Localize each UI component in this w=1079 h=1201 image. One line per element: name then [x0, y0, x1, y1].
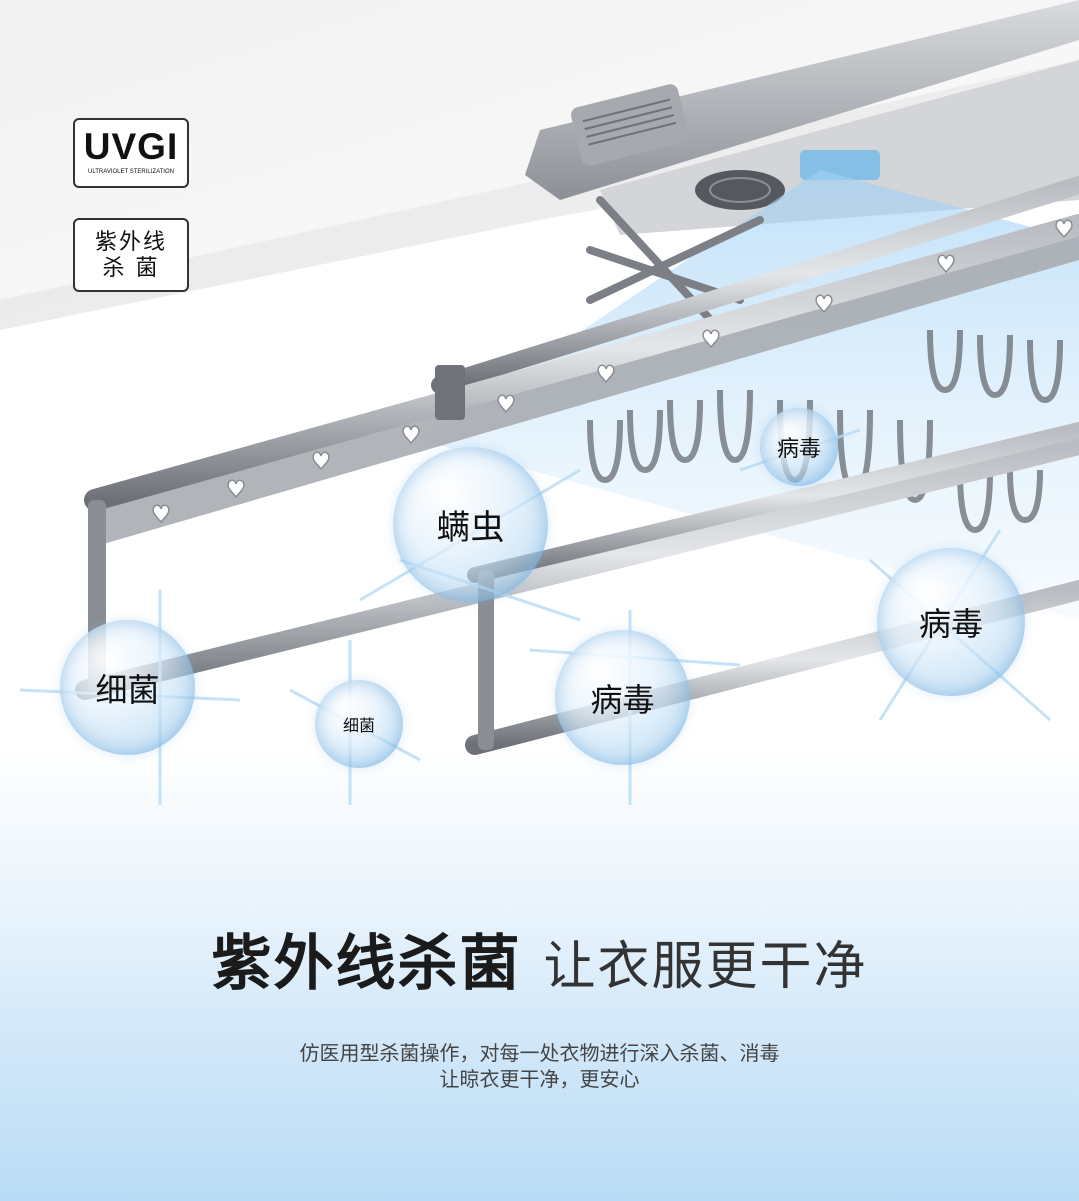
end-brackets: [88, 365, 494, 750]
description-line-2: 让晾衣更干净，更安心: [439, 1067, 640, 1091]
uvgi-badge: UVGI ULTRAVIOLET STERILIZATION: [73, 118, 189, 188]
drying-rack-drawing: [0, 0, 1079, 805]
bubble-bacteria-left: 细菌: [60, 620, 195, 755]
headline: 紫外线杀菌让衣服更干净: [0, 915, 1079, 1002]
badge-line-2: 杀 菌: [102, 256, 160, 281]
uvgi-title: UVGI: [83, 126, 179, 167]
bubble-label: 螨虫: [436, 508, 505, 548]
heart-holes: [152, 219, 1073, 524]
badge-line-1: 紫外线: [94, 230, 167, 255]
uv-sterilization-badge: 紫外线 杀 菌: [73, 218, 189, 292]
bubble-virus-center: 病毒: [555, 630, 690, 765]
front-rail: [100, 230, 1079, 545]
headline-light: 让衣服更干净: [543, 937, 868, 997]
description: 仿医用型杀菌操作，对每一处衣物进行深入杀菌、消毒 让晾衣更干净，更安心: [0, 1040, 1079, 1092]
headline-strong: 紫外线杀菌: [211, 929, 522, 999]
uvgi-subtitle: ULTRAVIOLET STERILIZATION: [88, 169, 174, 175]
motor-housing: [525, 0, 1079, 200]
description-line-1: 仿医用型杀菌操作，对每一处衣物进行深入杀菌、消毒: [299, 1041, 780, 1065]
bubble-virus-right: 病毒: [877, 548, 1025, 696]
bubble-bacteria-small: 细菌: [315, 680, 403, 768]
middle-rod: [75, 435, 1079, 700]
upper-rod: [431, 176, 1079, 394]
product-illustration: 螨虫 病毒 细菌 细菌 病毒 病毒: [0, 0, 1079, 805]
bubble-label: 病毒: [918, 605, 983, 643]
bubble-label: 细菌: [342, 716, 375, 735]
bubble-mites: 螨虫: [393, 447, 548, 602]
bubble-virus-small: 病毒: [760, 408, 838, 486]
bubble-label: 病毒: [776, 437, 821, 462]
bubble-label: 病毒: [590, 680, 655, 719]
bubble-label: 细菌: [95, 670, 160, 709]
fan-icon: [695, 170, 785, 210]
